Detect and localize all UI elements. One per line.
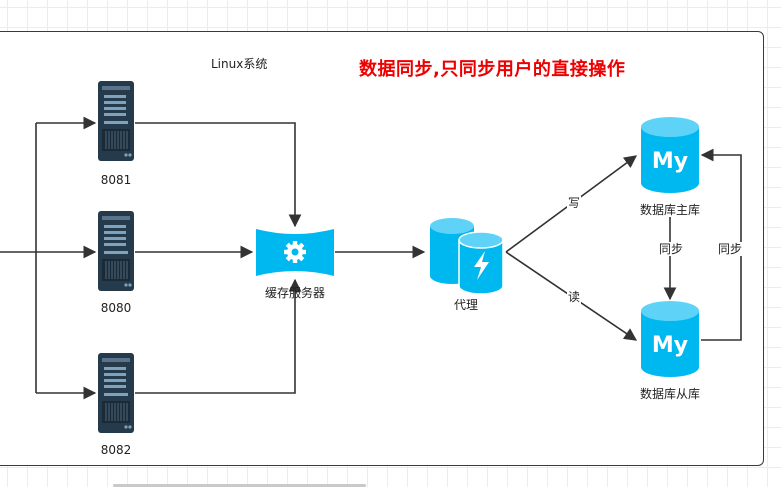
db-master-icon: My [641,117,699,193]
db-slave-icon-text: My [652,333,688,358]
server-label-8080: 8080 [100,301,132,315]
server-icon-8080 [97,210,135,292]
headline: 数据同步,只同步用户的直接操作 [359,59,626,80]
proxy-to-db-edges [505,155,638,341]
server-icon-8081 [97,80,135,162]
proxy-icon [430,218,504,295]
edge-label-sync-down: 同步 [658,242,685,256]
edge-label-read: 读 [567,290,582,304]
horizontal-scrollbar[interactable] [113,484,366,487]
server-to-cache-edges [135,122,302,394]
group-title: Linux系统 [211,57,268,71]
lightning-icon [474,251,489,280]
server-entry-edges [0,116,97,400]
edge-label-sync-up: 同步 [717,242,744,256]
server-icon-8082 [97,352,135,434]
proxy-label: 代理 [453,298,479,312]
cache-server-label: 缓存服务器 [264,286,326,300]
db-master-icon-text: My [652,149,688,174]
db-slave-icon: My [641,301,699,377]
server-label-8082: 8082 [100,443,132,457]
cache-server-icon [256,229,334,276]
server-label-8081: 8081 [100,173,132,187]
gear-icon [284,241,306,263]
db-slave-label: 数据库从库 [639,387,701,401]
edge-label-write: 写 [567,196,582,210]
db-master-label: 数据库主库 [639,203,701,217]
